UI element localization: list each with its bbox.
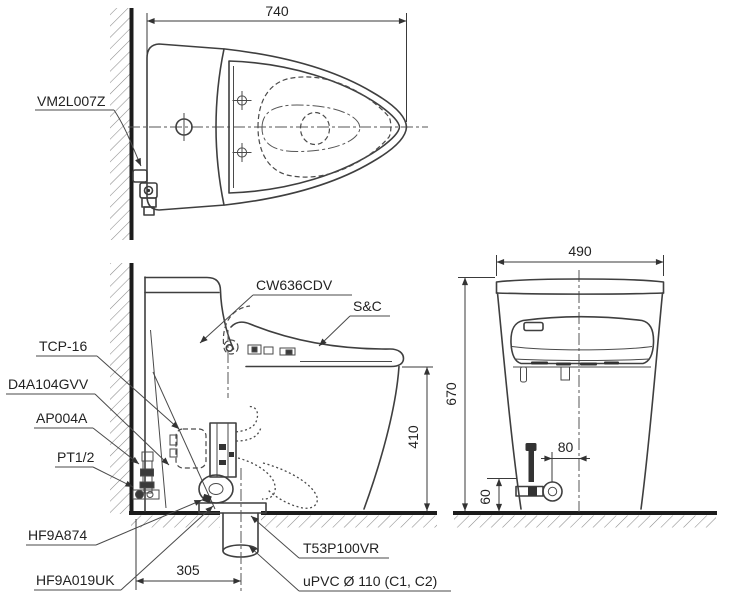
part-label-t53p100vr: T53P100VR [303,540,379,556]
seat-side-hook [520,366,527,383]
tank-lid-seam-front [495,292,665,295]
dim-670-text: 670 [443,382,459,406]
flush-mechanism [169,405,318,514]
body-right-edge-front [640,292,664,510]
wall-hatch-top [110,8,131,240]
side-view: 410 305 CW636CDV S&C TCP-16 D4A104GVV [6,263,451,592]
dim-740-text: 740 [265,3,289,19]
plan-water-area-hidden [261,104,361,153]
hinge-pivot-hidden [223,339,239,355]
callout-vm2l007z: VM2L007Z [35,93,142,167]
part-label-d4a104gvv: D4A104GVV [8,376,89,392]
hinge-pivot [225,343,234,352]
plan-body-outline [146,43,408,211]
seat-drain-tube [560,366,570,381]
top-view: 740 VM2L007Z [35,3,428,240]
part-label-pt12: PT1/2 [57,449,95,465]
flange-bolt [201,493,212,504]
floor-hatch-side-left [131,515,220,528]
control-panel [523,321,544,332]
dimension-410: 410 [402,366,433,511]
dim-305-text: 305 [176,562,200,578]
callout-cw636cdv: CW636CDV [199,277,352,344]
callout-d4a104gvv: D4A104GVV [6,376,170,466]
seat-base-line-front [514,358,650,361]
dimension-80: 80 [541,439,590,482]
dimension-305: 305 [135,519,241,590]
seat-bumper-marks [531,361,619,366]
callout-upvc: uPVC Ø 110 (C1, C2) [248,545,451,592]
bowl-front-profile [363,365,400,510]
seat-seam-front [511,346,653,351]
plan-tank-front-edge [215,48,225,206]
front-view: 490 670 80 60 [443,243,717,528]
body-left-edge-front [496,292,522,510]
callout-ap004a: AP004A [34,410,140,465]
part-label-ap004a: AP004A [36,410,88,426]
part-label-upvc: uPVC Ø 110 (C1, C2) [303,573,437,589]
callout-t53p100vr: T53P100VR [250,515,389,559]
dimension-490: 490 [496,243,664,276]
dimension-670: 670 [443,277,495,511]
seat-hinge-bolt-marks [232,91,252,162]
wall-hose-fixture [132,169,158,216]
dimension-60: 60 [477,478,517,512]
seat-cover-front [510,315,655,365]
part-label-hf9a874: HF9A874 [28,527,87,543]
dim-410-text: 410 [405,425,421,449]
wall-hatch-side [110,263,131,514]
seat-cover-profile [230,321,405,368]
tank-button-mark [175,113,193,141]
plan-sump-hidden [299,111,331,146]
part-label-tcp16: TCP-16 [39,338,87,354]
part-label-sc: S&C [353,298,382,314]
floor-hatch-side-right [261,515,437,528]
dim-60-text: 60 [477,489,493,505]
part-label-hf9a019uk: HF9A019UK [36,572,115,588]
dim-490-text: 490 [568,243,592,259]
callout-hf9a874: HF9A874 [26,499,203,546]
plan-bowl-rim-hidden [257,76,392,178]
callout-hf9a019uk: HF9A019UK [34,505,214,591]
seat-hinge-parts [247,344,296,356]
wall-stop-valve [132,451,160,500]
part-label-vm2l007z: VM2L007Z [37,93,106,109]
hinge-cover-hidden [222,305,251,345]
callout-sc: S&C [318,298,390,347]
callout-pt12: PT1/2 [55,449,134,488]
stop-valve-front [515,443,563,502]
drain-flange [198,502,267,514]
bowl-inner-edge-1 [150,329,167,509]
callout-tcp16: TCP-16 [36,338,180,430]
dim-80-text: 80 [558,439,574,455]
part-label-cw636cdv: CW636CDV [256,277,333,293]
floor-hatch-front [454,515,716,528]
dimension-740: 740 [146,3,407,122]
tank-top-front [495,278,665,294]
bowl-inner-edge-2 [152,371,216,510]
tank-top-profile [144,276,235,350]
